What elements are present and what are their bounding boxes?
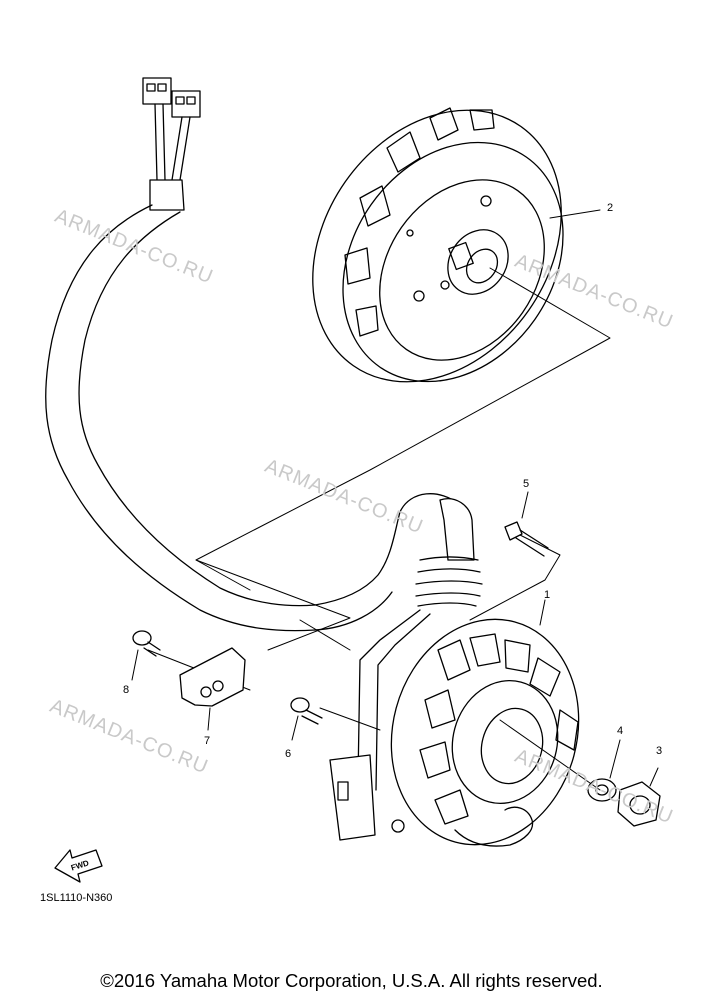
rotor-flywheel: [312, 107, 564, 383]
callout-1: 1: [544, 589, 551, 601]
wire-harness: [45, 179, 483, 791]
callout-2: 2: [607, 202, 614, 214]
bolt-5: [504, 521, 549, 557]
callout-6: 6: [285, 748, 292, 760]
washer-4: [587, 778, 617, 802]
callout-3: 3: [656, 745, 663, 757]
callout-4: 4: [617, 725, 624, 737]
stator-assembly: [329, 618, 580, 847]
bolt-6: [290, 697, 323, 725]
diagram-code: 1SL1110-N360: [40, 892, 113, 904]
fwd-arrow-icon: [54, 849, 103, 883]
assembly-lines: [147, 267, 611, 791]
leader-lines: [131, 209, 659, 787]
nut-3: [617, 781, 661, 827]
wire-connectors: [142, 77, 201, 181]
clamp-7: [179, 647, 246, 707]
callout-8: 8: [123, 684, 130, 696]
callout-5: 5: [523, 478, 530, 490]
copyright-notice: ©2016 Yamaha Motor Corporation, U.S.A. A…: [100, 970, 603, 991]
bolt-8: [132, 630, 161, 657]
callout-7: 7: [204, 735, 211, 747]
